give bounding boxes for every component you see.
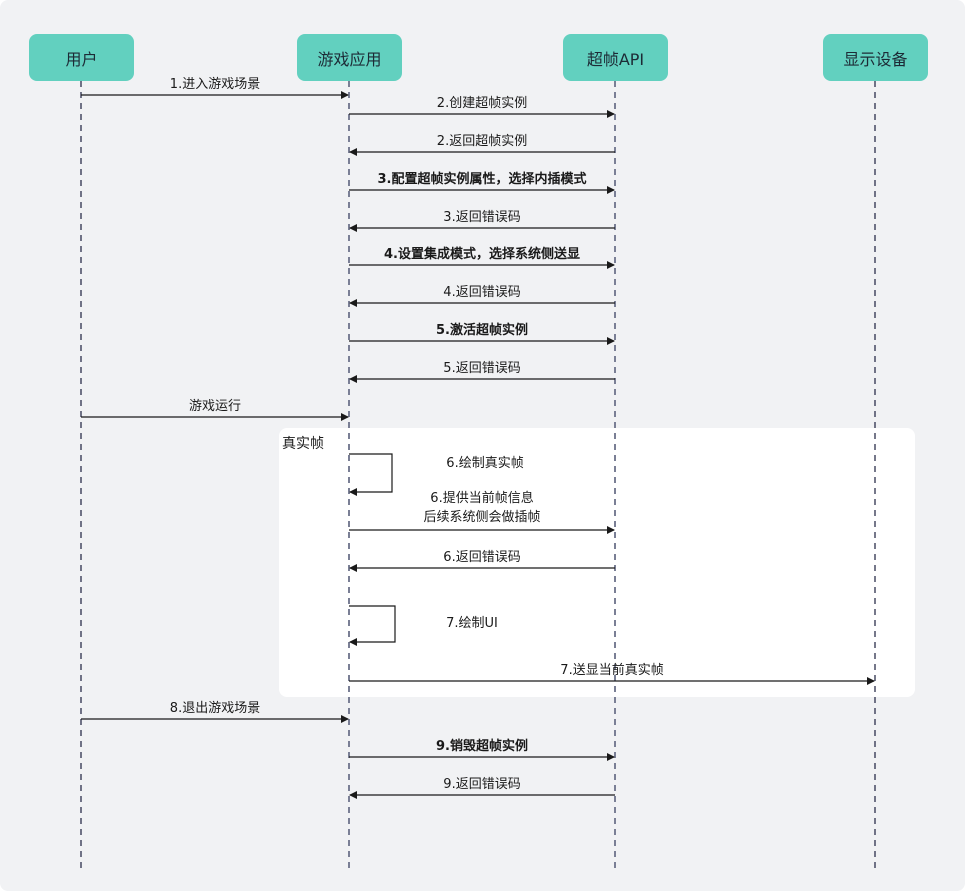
message-label: 8.退出游戏场景: [169, 701, 261, 716]
message-label: 3.返回错误码: [443, 210, 521, 225]
message-label: 6.提供当前帧信息: [430, 491, 534, 506]
real-frame-group-label: 真实帧: [282, 436, 324, 452]
actor-game-app: 游戏应用: [297, 34, 402, 81]
message-label: 2.返回超帧实例: [436, 134, 528, 149]
actor-frame-api: 超帧API: [563, 34, 668, 81]
message-label: 4.返回错误码: [443, 285, 521, 300]
message-label: 4.设置集成模式，选择系统侧送显: [384, 247, 580, 262]
message-label: 7.送显当前真实帧: [560, 663, 664, 678]
actor-user: 用户: [29, 34, 134, 81]
message-arrow: [349, 605, 396, 646]
message-arrow: [349, 453, 393, 496]
message-label: 5.激活超帧实例: [436, 323, 528, 338]
real-frame-group: [279, 428, 915, 697]
actor-display-device: 显示设备: [823, 34, 928, 81]
message-label: 5.返回错误码: [443, 361, 521, 376]
message-label: 6.绘制真实帧: [446, 456, 524, 471]
self-message-arrow: [349, 605, 396, 646]
message-label: 6.返回错误码: [443, 550, 521, 565]
message-label: 9.返回错误码: [443, 777, 521, 792]
message-label: 游戏运行: [188, 399, 242, 414]
message-label: 3.配置超帧实例属性，选择内插模式: [377, 172, 587, 187]
message-label: 1.进入游戏场景: [169, 77, 261, 92]
message-label: 7.绘制UI: [446, 616, 498, 631]
self-message-arrow: [349, 453, 393, 496]
message-label: 9.销毁超帧实例: [436, 739, 528, 754]
message-label: 2.创建超帧实例: [436, 96, 528, 111]
message-label: 后续系统侧会做插帧: [423, 510, 541, 525]
